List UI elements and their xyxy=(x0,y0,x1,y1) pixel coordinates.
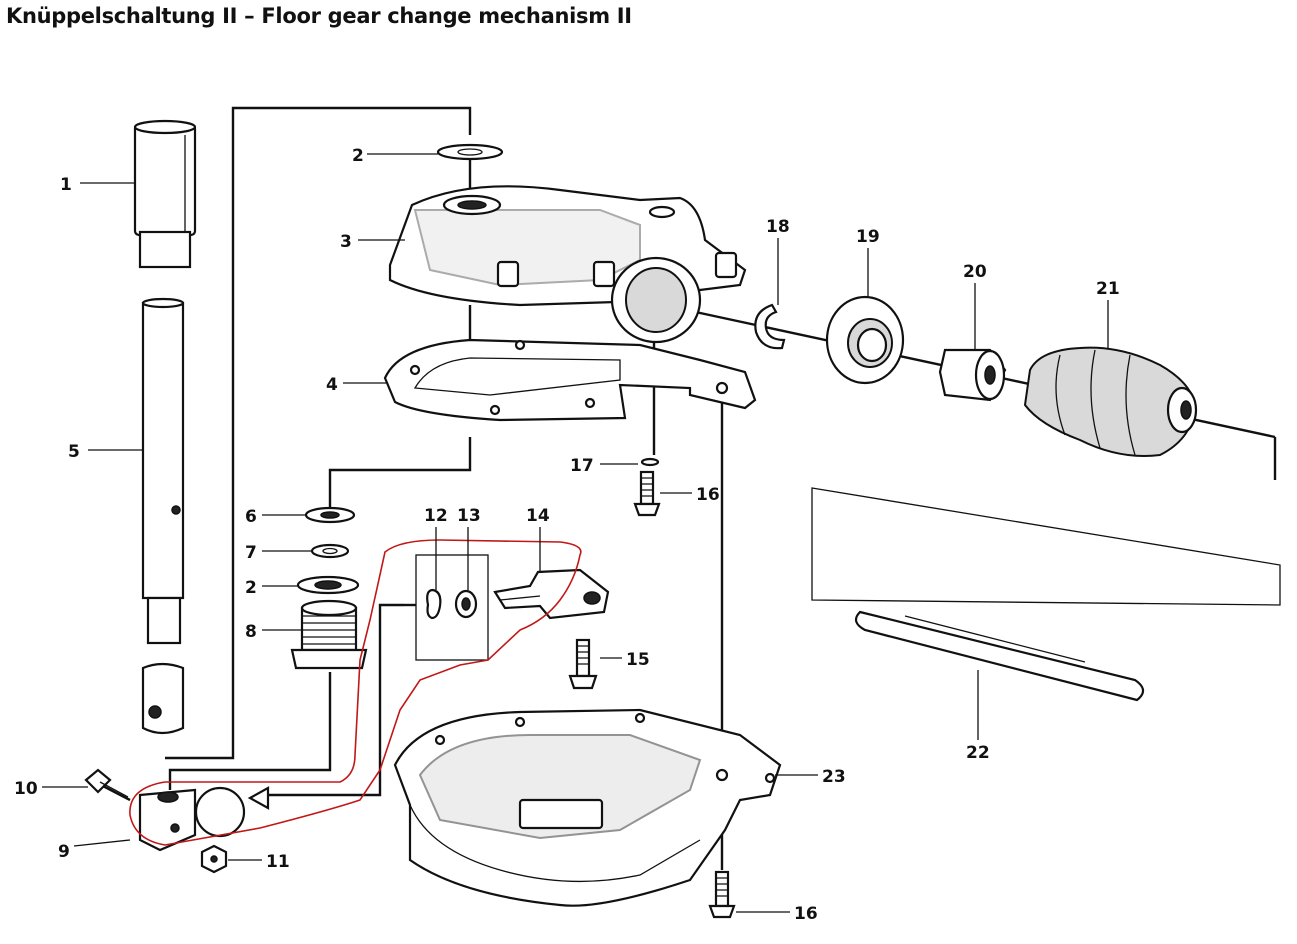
part-20-bush xyxy=(938,348,1007,402)
label-2-top: 2 xyxy=(352,146,364,166)
part-2-washer-bottom xyxy=(296,575,360,595)
part-4-gasket xyxy=(383,338,757,422)
label-6: 6 xyxy=(245,507,257,527)
part-5-gear-lever xyxy=(141,297,185,735)
red-highlight-outline xyxy=(129,539,582,846)
label-12: 12 xyxy=(424,506,448,526)
part-9-coupling xyxy=(138,786,246,852)
label-8: 8 xyxy=(245,622,257,642)
label-7: 7 xyxy=(245,543,257,563)
label-22: 22 xyxy=(966,743,990,763)
diagram-title: Knüppelschaltung II – Floor gear change … xyxy=(6,4,632,28)
label-18: 18 xyxy=(766,217,790,237)
part-6-washer xyxy=(304,506,356,524)
part-23-base-plate xyxy=(393,708,782,907)
label-14: 14 xyxy=(526,506,550,526)
label-17: 17 xyxy=(570,456,594,476)
part-17-spring-washer xyxy=(640,457,660,467)
part-labels: 1 2 3 4 5 6 7 2 8 9 10 11 12 13 14 15 16… xyxy=(14,146,1120,924)
part-16-bolt-lower xyxy=(708,870,736,919)
leader-lines xyxy=(42,153,1109,913)
part-2-washer-top xyxy=(436,143,504,161)
part-8-threaded-bushing xyxy=(290,599,368,670)
label-23: 23 xyxy=(822,767,846,787)
part-10-bolt xyxy=(84,768,131,802)
label-2-bottom: 2 xyxy=(245,578,257,598)
label-13: 13 xyxy=(457,506,481,526)
label-19: 19 xyxy=(856,227,880,247)
label-10: 10 xyxy=(14,779,38,799)
part-14-selector-finger xyxy=(493,568,610,620)
label-16-upper: 16 xyxy=(696,485,720,505)
part-11-nut xyxy=(200,844,228,874)
part-21-rubber-boot xyxy=(1023,346,1198,457)
label-21: 21 xyxy=(1096,279,1120,299)
part-13-washer xyxy=(454,589,478,619)
label-3: 3 xyxy=(340,232,352,252)
part-15-bolt xyxy=(568,638,598,690)
label-15: 15 xyxy=(626,650,650,670)
part-16-bolt-upper xyxy=(633,470,661,517)
label-11: 11 xyxy=(266,852,290,872)
part-18-circlip xyxy=(754,303,786,350)
label-4: 4 xyxy=(326,375,338,395)
part-22-shift-rod xyxy=(811,487,1281,702)
label-5: 5 xyxy=(68,442,80,462)
label-9: 9 xyxy=(58,842,70,862)
part-19-rubber-ring xyxy=(825,295,905,385)
label-16-lower: 16 xyxy=(794,904,818,924)
part-1-gear-knob xyxy=(133,119,197,269)
selector-assembly-box xyxy=(247,554,489,810)
part-12-circlip xyxy=(426,588,442,620)
part-7-washer xyxy=(310,543,350,559)
part-3-housing-cover xyxy=(388,185,747,344)
label-20: 20 xyxy=(963,262,987,282)
label-1: 1 xyxy=(60,175,72,195)
